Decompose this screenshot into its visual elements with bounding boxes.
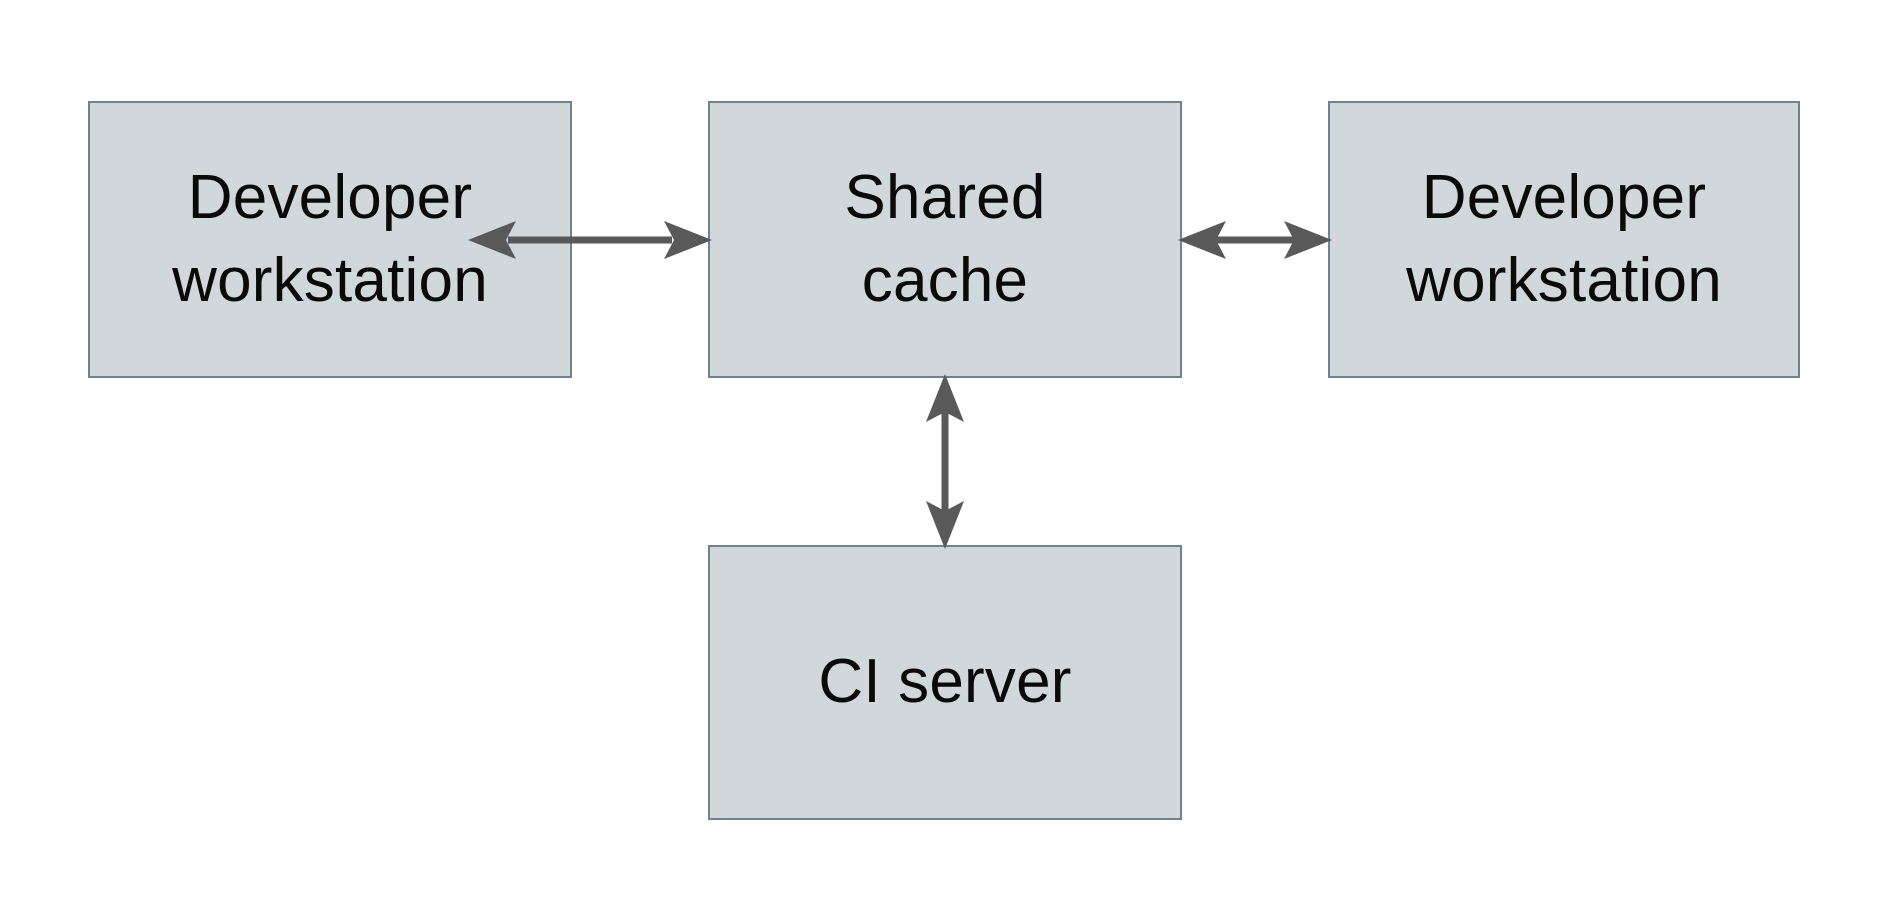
edge-shared-cache-to-ci-server[interactable]	[910, 372, 980, 551]
node-label: CI server	[818, 647, 1072, 717]
edge-developer-left-to-shared-cache[interactable]	[466, 205, 714, 275]
arrowhead-up-icon	[926, 374, 964, 422]
node-label: Developer workstation	[172, 163, 488, 315]
node-ci-server[interactable]: CI server	[708, 545, 1182, 820]
edge-shared-cache-to-developer-right[interactable]	[1176, 205, 1334, 275]
arrowhead-right-icon	[664, 221, 712, 259]
arrowhead-right-icon	[1284, 221, 1332, 259]
arrowhead-down-icon	[926, 501, 964, 549]
arrowhead-left-icon	[468, 221, 516, 259]
node-label: Shared cache	[844, 163, 1046, 315]
node-label: Developer workstation	[1406, 163, 1722, 315]
node-shared-cache[interactable]: Shared cache	[708, 101, 1182, 378]
node-developer-workstation-right[interactable]: Developer workstation	[1328, 101, 1800, 378]
arrowhead-left-icon	[1178, 221, 1226, 259]
